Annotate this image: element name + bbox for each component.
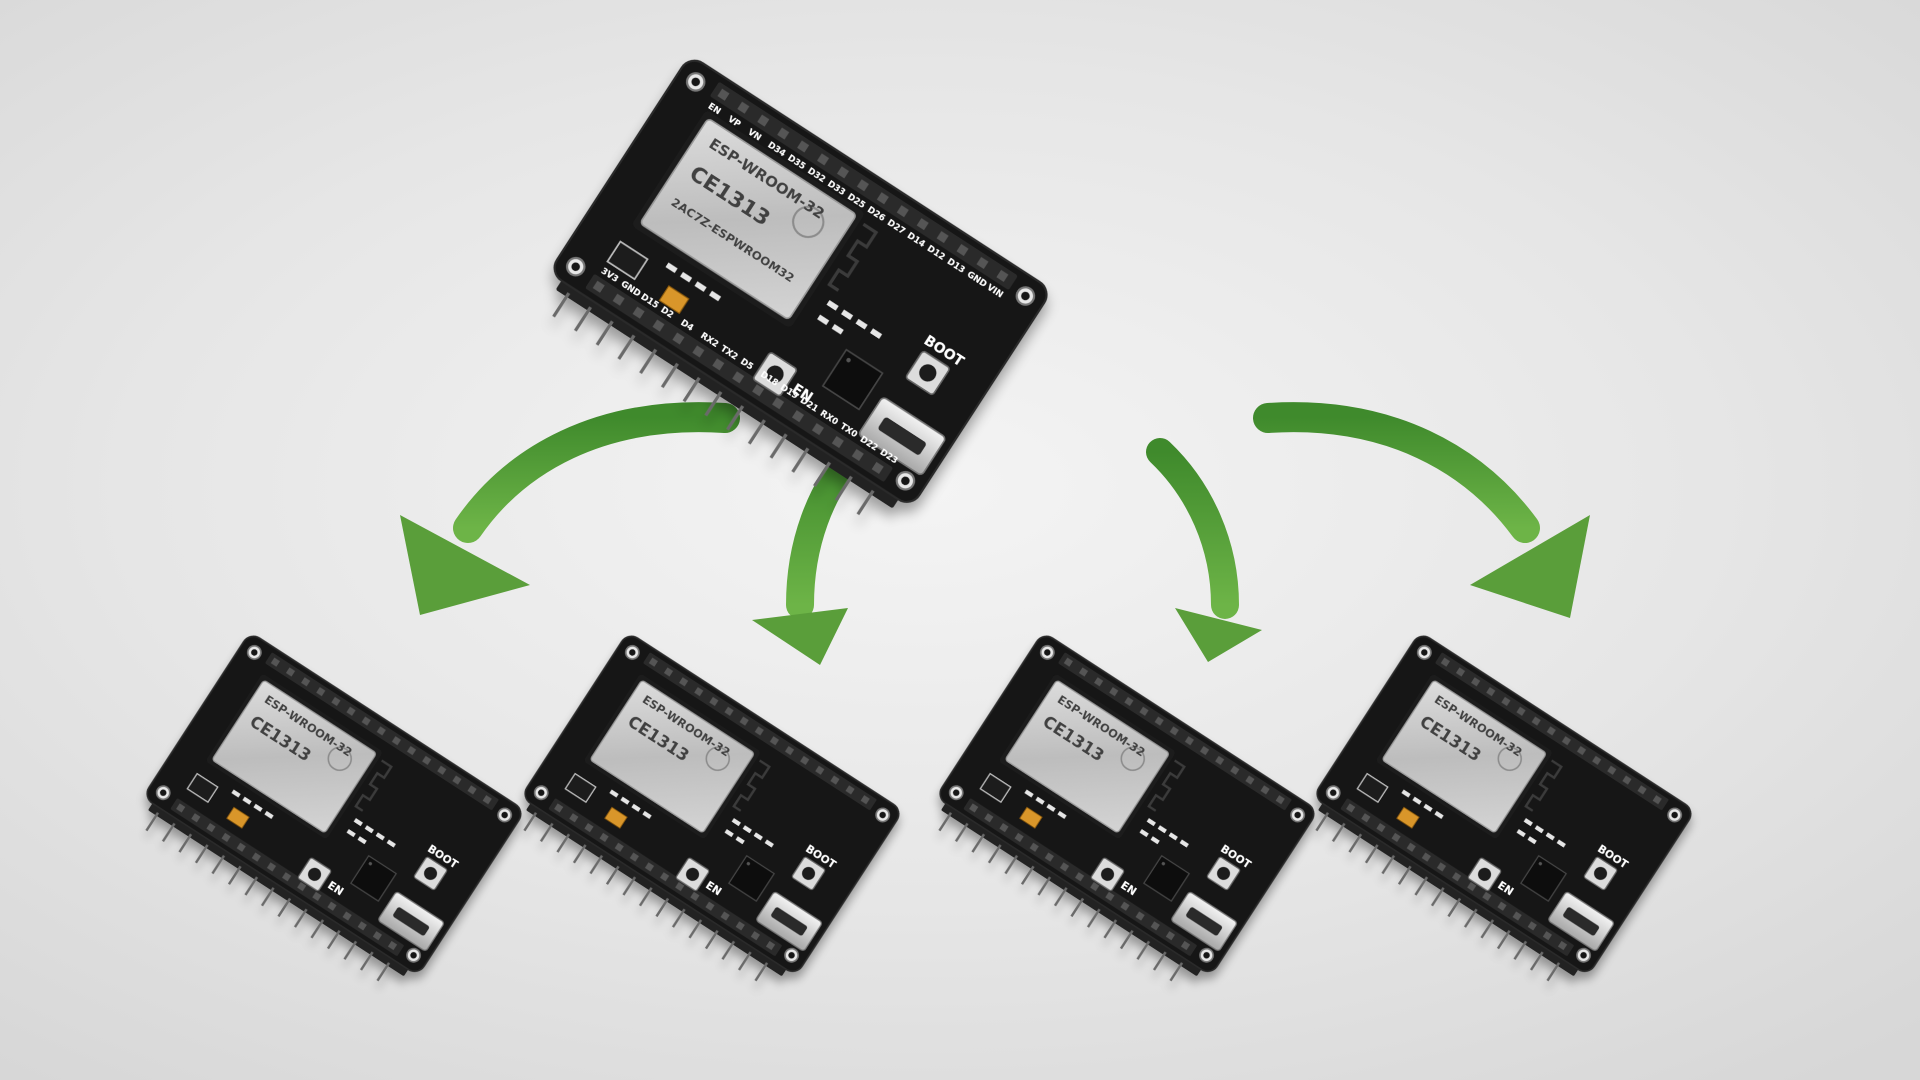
target-board-3: ESP-WROOM-32 CE1313 BOOT EN [920, 630, 1320, 999]
arrow-right [1253, 402, 1590, 618]
arrow-down-right [1146, 438, 1262, 662]
arrow-down-left [752, 438, 869, 665]
target-board-1: ESP-WROOM-32 CE1313 BOOT EN [127, 630, 527, 999]
source-board: ESP-WROOM-32 CE1313 2AC7Z-ESPWROOM32 BOO… [528, 53, 1054, 539]
target-board-4: ESP-WROOM-32 CE1313 BOOT EN [1297, 630, 1697, 999]
arrow-left [400, 402, 740, 615]
arrows [400, 402, 1590, 665]
target-board-2: ESP-WROOM-32 CE1313 BOOT EN [505, 630, 905, 999]
